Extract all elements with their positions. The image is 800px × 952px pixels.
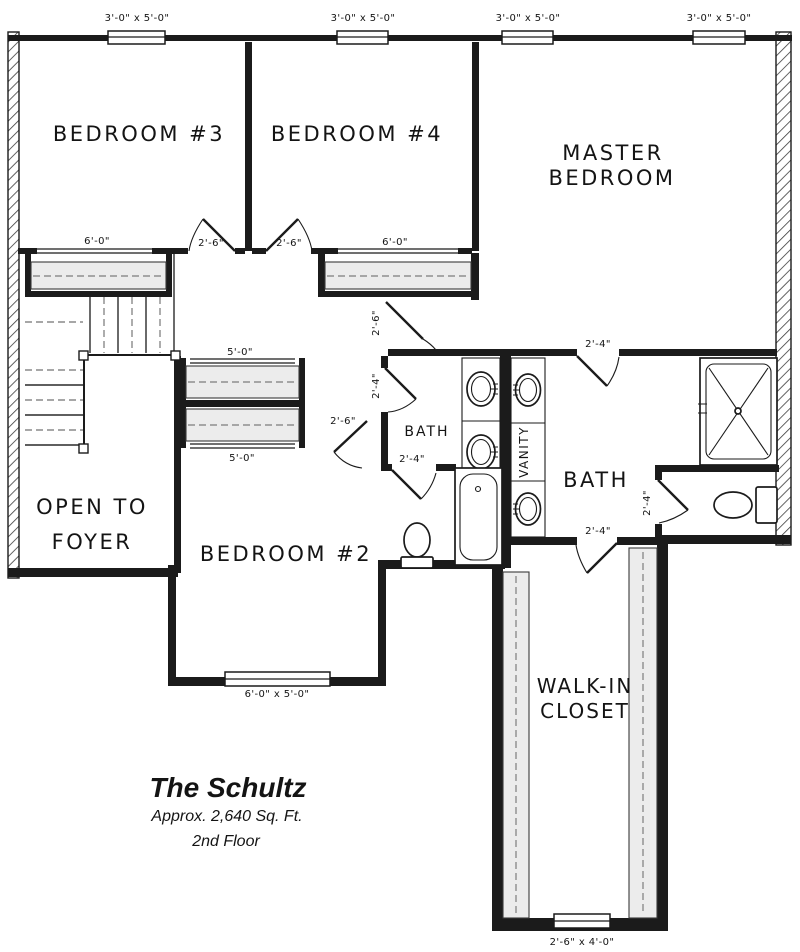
faucet-icon bbox=[491, 383, 498, 395]
door-bedroom3 bbox=[188, 218, 236, 252]
room-label-bedroom2: BEDROOM #2 bbox=[200, 542, 372, 566]
room-label-foyer-1: OPEN TO bbox=[36, 495, 148, 519]
room-label-vanity: VANITY bbox=[517, 426, 531, 478]
newel-post bbox=[78, 350, 89, 361]
faucet-icon bbox=[513, 384, 520, 396]
faucet-icon bbox=[491, 446, 498, 458]
plan-floor: 2nd Floor bbox=[191, 833, 260, 850]
window-dim-4: 3'-0" x 5'-0" bbox=[687, 13, 752, 24]
exterior-wall-right bbox=[775, 31, 792, 546]
tub-drain bbox=[474, 485, 482, 493]
door-master-bath bbox=[576, 355, 620, 387]
window-dim-bedroom2: 6'-0" x 5'-0" bbox=[245, 689, 310, 700]
window-dim-3: 3'-0" x 5'-0" bbox=[496, 13, 561, 24]
door-dim-bedroom2: 2'-6" bbox=[330, 416, 356, 427]
door-walk-in-closet bbox=[575, 542, 618, 574]
newel-post bbox=[170, 350, 181, 361]
room-label-walk-in-1: WALK-IN bbox=[537, 674, 634, 698]
closet-dim-bedroom4: 6'-0" bbox=[382, 237, 408, 248]
plan-area: Approx. 2,640 Sq. Ft. bbox=[150, 808, 302, 825]
door-toilet-room bbox=[657, 479, 689, 524]
master-toilet bbox=[713, 486, 778, 524]
room-label-walk-in-2: CLOSET bbox=[540, 699, 630, 723]
closet-shelves bbox=[30, 261, 658, 919]
newel-post bbox=[78, 443, 89, 454]
shower-drain bbox=[734, 407, 742, 415]
window-dim-walk-in-closet: 2'-6" x 4'-0" bbox=[550, 937, 615, 948]
windows bbox=[107, 30, 746, 929]
door-dim-hall-bath: 2'-4" bbox=[371, 373, 382, 399]
faucet-icon bbox=[513, 503, 520, 515]
door-bath-compartment bbox=[391, 469, 437, 500]
room-label-master-2: BEDROOM bbox=[548, 166, 675, 190]
window-dim-2: 3'-0" x 5'-0" bbox=[331, 13, 396, 24]
window-dim-1: 3'-0" x 5'-0" bbox=[105, 13, 170, 24]
door-dim-master-bath: 2'-4" bbox=[585, 339, 611, 350]
room-label-foyer-2: FOYER bbox=[52, 530, 133, 554]
door-master-entry bbox=[385, 301, 437, 351]
door-bedroom4 bbox=[265, 218, 313, 252]
closet-opening-sills bbox=[37, 248, 458, 449]
room-label-bedroom4: BEDROOM #4 bbox=[271, 122, 443, 146]
room-label-bedroom3: BEDROOM #3 bbox=[53, 122, 225, 146]
door-dim-master-entry: 2'-6" bbox=[371, 310, 382, 336]
door-dim-bath-compartment: 2'-4" bbox=[399, 454, 425, 465]
staircase bbox=[25, 297, 181, 454]
plan-title: The Schultz bbox=[149, 772, 306, 803]
bathtub bbox=[454, 467, 503, 566]
room-label-master-1: MASTER bbox=[562, 141, 664, 165]
toilet-tank bbox=[755, 486, 778, 524]
shower bbox=[698, 357, 778, 466]
closet-dim-hall: 5'-0" bbox=[227, 347, 253, 358]
door-dim-bedroom3: 2'-6" bbox=[198, 238, 224, 249]
door-dim-bedroom4: 2'-6" bbox=[276, 238, 302, 249]
toilet-tank bbox=[400, 556, 434, 569]
door-dim-toilet-room: 2'-4" bbox=[642, 490, 653, 516]
room-label-hall-bath: BATH bbox=[404, 424, 449, 440]
room-label-master-bath: BATH bbox=[563, 468, 629, 492]
exterior-wall-left bbox=[7, 31, 20, 579]
door-bedroom2 bbox=[333, 420, 368, 469]
vanity-counter bbox=[510, 357, 546, 538]
hall-bath-sink-counter bbox=[461, 357, 501, 470]
doors bbox=[188, 218, 689, 574]
hall-bath-toilet bbox=[400, 522, 434, 569]
door-dim-walk-in-closet: 2'-4" bbox=[585, 526, 611, 537]
closet-dim-bedroom3: 6'-0" bbox=[84, 236, 110, 247]
shower-door-handle bbox=[698, 403, 707, 414]
closet-dim-bedroom2: 5'-0" bbox=[229, 453, 255, 464]
door-hall-bath bbox=[384, 367, 417, 413]
